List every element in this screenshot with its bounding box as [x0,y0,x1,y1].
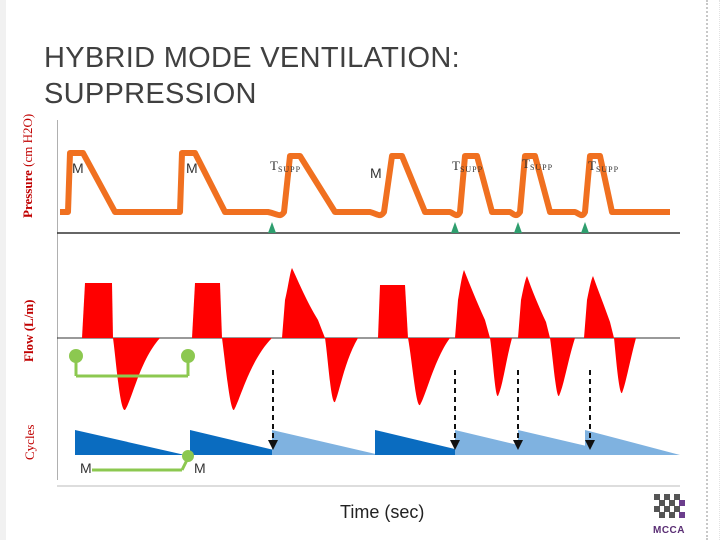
t-supp-label-3: TSUPP [522,156,554,172]
cycle-label-m1: M [80,460,92,476]
flow-inspiration-m2 [192,283,222,338]
flow-inspiration-m3 [378,285,408,338]
mandatory-interval-bracket-flow [69,349,195,378]
t-supp-label-2: TSUPP [452,158,484,174]
mandatory-breath-label-3: M [370,165,382,181]
mcca-logo [654,494,685,518]
flow-spontaneous-1-exp [325,338,358,403]
left-edge-bar [0,0,6,540]
mandatory-breath-label-1: M [72,160,84,176]
suppression-arrowhead-1 [268,440,278,450]
trigger-arrow-1 [268,222,276,233]
cycle-label-m2: M [194,460,206,476]
cycle-ramp-m1 [75,430,185,455]
flow-spontaneous-4 [584,276,614,338]
t-supp-label-4: TSUPP [588,158,620,174]
suppression-arrowhead-4 [585,440,595,450]
flow-spontaneous-3-exp [550,338,575,397]
flow-inspiration-m1 [82,283,113,338]
trigger-arrow-4 [581,222,589,233]
trigger-arrows [268,222,589,233]
suppression-arrowhead-3 [513,440,523,450]
trigger-arrow-2 [451,222,459,233]
title-line-1: HYBRID MODE VENTILATION: [44,42,460,74]
slide-title: HYBRID MODE VENTILATION: SUPPRESSION [44,40,524,112]
t-supp-label-1: TSUPP [270,158,302,174]
flow-expiration-m1 [113,338,160,411]
flow-spontaneous-1 [282,268,325,338]
flow-spontaneous-3 [518,276,550,338]
flow-spontaneous-2-exp [490,338,512,397]
mandatory-breath-label-2: M [186,160,198,176]
suppression-arrowhead-2 [450,440,460,450]
flow-expiration-m3 [408,338,450,406]
y-axis-line [57,120,58,480]
flow-spontaneous-2 [455,270,490,338]
time-axis-label: Time (sec) [340,502,425,522]
cycle-ramp-suppressed-4 [585,430,680,455]
title-line-2: SUPPRESSION [44,78,257,110]
cycle-ramp-m3 [375,430,480,455]
logo-text: MCCA [653,525,685,536]
suppression-links [272,370,591,440]
mandatory-interval-bracket-cycles [92,450,194,472]
suppression-arrowheads [268,440,595,450]
trigger-arrow-3 [514,222,522,233]
cycle-ramp-suppressed-1 [272,430,380,455]
pressure-trace [60,150,670,219]
cycle-ramp-m2 [190,430,295,455]
flow-expiration-m2 [222,338,272,411]
flow-spontaneous-4-exp [614,338,636,394]
